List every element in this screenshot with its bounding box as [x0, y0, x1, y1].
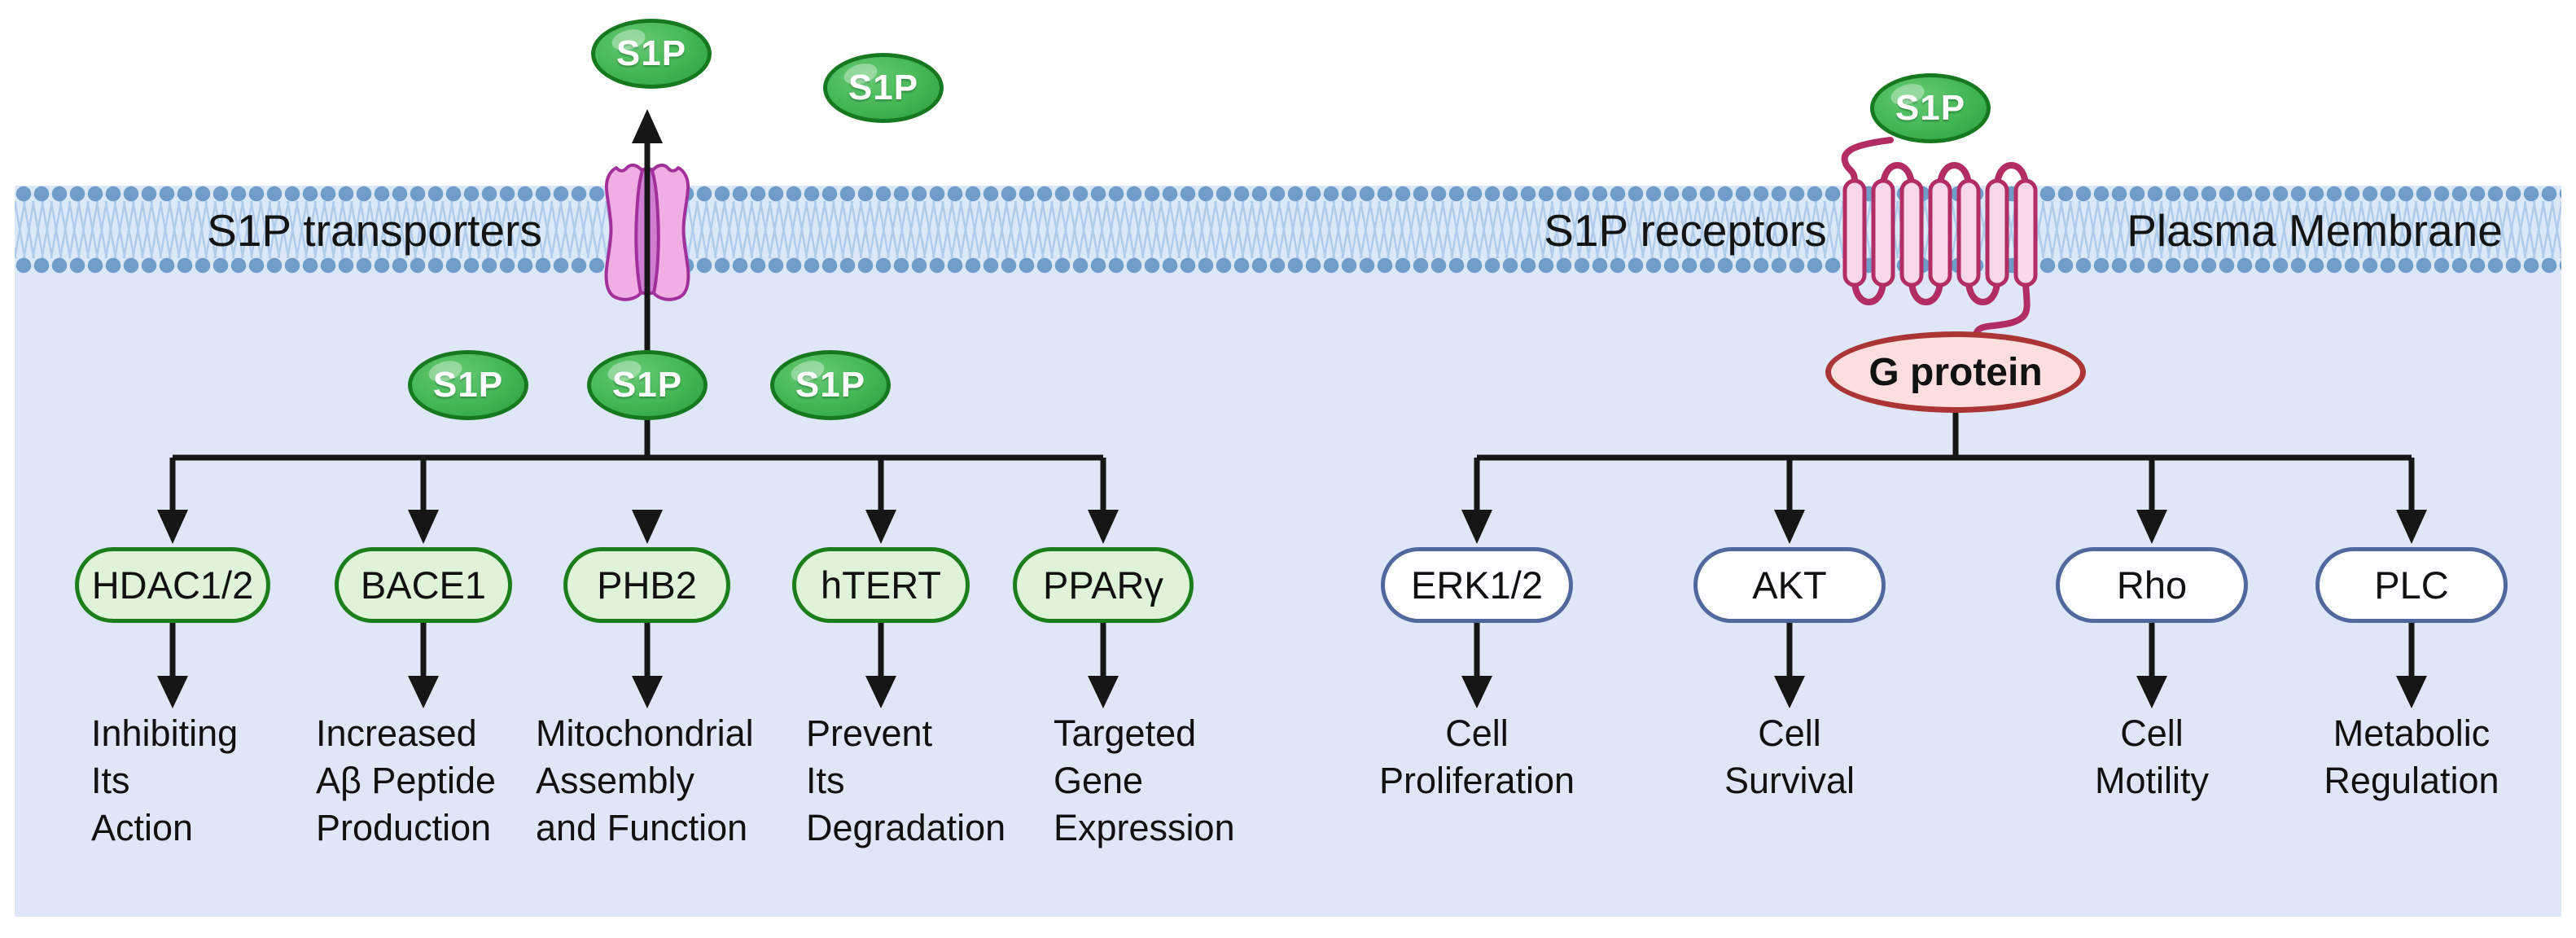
left-branch-arrows [157, 454, 1119, 708]
pathway-node-pparg: PPARγ [1013, 547, 1194, 623]
s1p-ligand-intracellular-2: S1P [587, 350, 708, 420]
effect-text-htert: Prevent Its Degradation [806, 712, 1006, 848]
s1p-ligand-extracellular: S1P [823, 53, 944, 123]
plasma-membrane-band [15, 186, 2561, 274]
effect-text-bace1: Increased Aβ Peptide Production [316, 712, 497, 848]
effect-text-erk12: Cell Proliferation [1378, 712, 1575, 801]
s1p-ligand-exported: S1P [591, 19, 712, 89]
effect-text-rho: Cell Motility [2094, 712, 2209, 801]
effect-text-phb2: Mitochondrial Assembly and Function [536, 712, 754, 848]
pathway-node-plc: PLC [2315, 547, 2508, 623]
pathway-node-bace1: BACE1 [335, 547, 512, 623]
pathway-node-phb2: PHB2 [563, 547, 730, 623]
s1p-ligand-intracellular-3: S1P [770, 350, 891, 420]
effect-text-hdac12: Inhibiting Its Action [91, 712, 239, 848]
pathway-node-hdac12: HDAC1/2 [75, 547, 270, 623]
effect-text-akt: Cell Survival [1724, 712, 1855, 801]
s1p-receptor-icon [1841, 137, 2038, 335]
s1p-transporter-icon [604, 163, 690, 301]
membrane-label-plasma-membrane: Plasma Membrane [2127, 205, 2503, 256]
s1p-ligand-receptor-bound: S1P [1870, 73, 1991, 143]
pathway-node-erk12: ERK1/2 [1381, 547, 1573, 623]
pathway-node-rho: Rho [2056, 547, 2248, 623]
pathway-node-akt: AKT [1693, 547, 1886, 623]
membrane-label-receptors: S1P receptors [1544, 205, 1827, 256]
pathway-node-htert: hTERT [792, 547, 970, 623]
s1p-ligand-intracellular-1: S1P [408, 350, 528, 420]
g-protein-node: G protein [1825, 331, 2086, 413]
right-branch-arrows [1461, 411, 2427, 708]
effect-text-plc: Metabolic Regulation [2324, 712, 2499, 801]
effect-text-pparg: Targeted Gene Expression [1054, 712, 1235, 848]
membrane-label-transporters: S1P transporters [207, 205, 542, 256]
